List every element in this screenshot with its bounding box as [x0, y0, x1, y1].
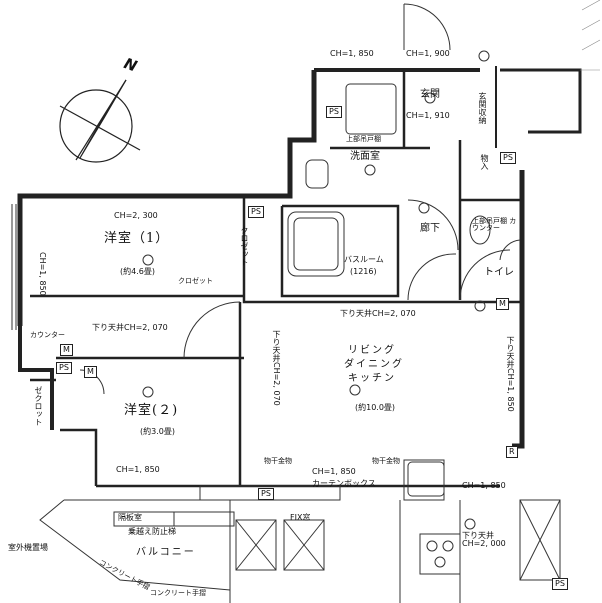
- stove: [419, 533, 461, 575]
- storage-name: 物入: [480, 154, 489, 170]
- ldk-area: (約10.0畳): [355, 403, 396, 412]
- room-western-2-name: 洋室(２): [124, 403, 179, 418]
- room-western-2-area: (約3.0畳): [140, 427, 175, 436]
- bathroom-name: バスルーム: [344, 255, 384, 264]
- outdoor-unit-name: 室外機置場: [8, 543, 48, 552]
- meter-label-right: M: [496, 298, 509, 310]
- ceiling-western-1-top: CH=2, 300: [114, 211, 158, 220]
- entrance-storage-name: 玄関収納: [478, 92, 487, 124]
- ldk-name-living: リビング: [348, 345, 396, 356]
- ceiling-kitchen-right: CH=1, 850: [462, 481, 506, 490]
- hatched-area: [580, 0, 601, 71]
- washing-machine: [305, 159, 329, 189]
- ps-label-closet: PS: [248, 206, 264, 218]
- hallway-name: 廊下: [420, 223, 440, 234]
- toilet-bowl: [469, 215, 491, 245]
- washroom-name: 洗面室: [350, 151, 380, 162]
- ceiling-ldk-bottom: CH=1, 850: [312, 467, 356, 476]
- closet-small-name: クロゼット: [178, 277, 213, 285]
- ceiling-western-2-bottom: CH=1, 850: [116, 465, 160, 474]
- ps-label-corner: PS: [552, 578, 568, 590]
- bathtub: [287, 211, 345, 277]
- r-label: R: [506, 446, 518, 458]
- ldk-name-dining: ダイニング: [344, 359, 404, 370]
- ldk-name-kitchen: キッチン: [348, 373, 396, 384]
- ceiling-western-1-left: CH=1, 850: [38, 252, 47, 296]
- entrance-name: 玄関: [420, 89, 440, 100]
- window-unit-name: 隔板室: [118, 513, 142, 522]
- fixtures: [287, 83, 491, 603]
- door-swings: [79, 3, 521, 395]
- balcony-name: バルコニー: [136, 547, 196, 558]
- closet-2-name: ゼクロット: [34, 386, 43, 426]
- ceiling-western-1-bottom: 下り天井CH=2, 070: [92, 323, 168, 332]
- ceiling-ldk-left: 下り天井CH=2, 070: [272, 330, 281, 406]
- counter-wash-note: 上部吊戸棚: [346, 135, 381, 143]
- ceiling-entrance-left: CH=1, 850: [330, 49, 374, 58]
- room-western-1-area: (約4.6畳): [120, 267, 155, 276]
- curtain-box-note: カーテンボックス: [312, 479, 376, 488]
- bathroom-size: (1216): [350, 267, 377, 276]
- room-western-1-name: 洋室（1）: [104, 231, 170, 246]
- ceiling-kitchen: 下り天井 CH=2, 000: [462, 531, 506, 548]
- ceiling-ldk-right: 下り天井CH=1, 850: [506, 336, 515, 412]
- concrete-rail-bottom: コンクリート手摺: [150, 589, 206, 597]
- meter-label-left: M: [60, 344, 73, 356]
- hanger-note-2: 物干金物: [372, 457, 400, 465]
- ps-label-window: PS: [258, 488, 274, 500]
- balcony-rail-name: 乗越え防止梯: [128, 527, 176, 536]
- light-fixtures: [142, 50, 490, 530]
- kitchen-sink: [407, 461, 445, 497]
- meter-label-closet: M: [84, 366, 97, 378]
- north-arrow-icon: [59, 79, 141, 163]
- hanger-note-1: 物干金物: [264, 457, 292, 465]
- counter-toilet-note: 上部吊戸棚 カウンター: [472, 217, 517, 232]
- ps-label-wash: PS: [326, 106, 342, 118]
- ceiling-entrance-right: CH=1, 900: [406, 49, 450, 58]
- ceiling-ldk-top: 下り天井CH=2, 070: [340, 309, 416, 318]
- closet-1-name: クロゼット: [240, 226, 249, 266]
- toilet-name: トイレ: [484, 267, 514, 278]
- washbasin: [345, 83, 397, 135]
- ps-label-storage: PS: [500, 152, 516, 164]
- fix-window-name: FIX窓: [290, 513, 311, 522]
- ceiling-entrance-lower: CH=1, 910: [406, 111, 450, 120]
- interior-walls: [30, 70, 522, 488]
- counter-left-note: カウンター: [30, 331, 65, 339]
- ps-label-left: PS: [56, 362, 72, 374]
- outer-walls: [17, 66, 582, 449]
- balcony: [39, 499, 561, 603]
